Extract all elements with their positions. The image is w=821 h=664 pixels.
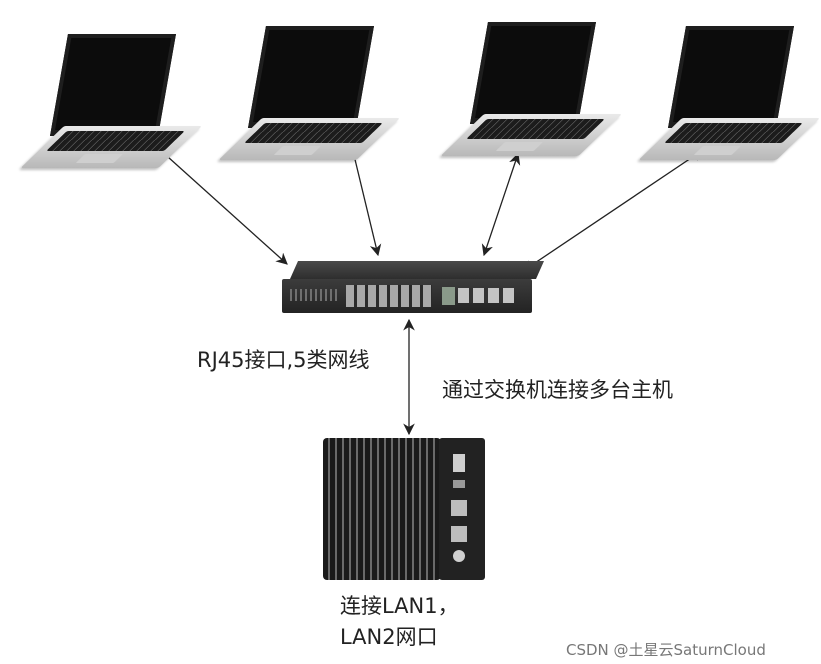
- description-label: 通过交换机连接多台主机: [442, 378, 673, 402]
- lan-label-line1: 连接LAN1，: [340, 594, 459, 618]
- arrow-laptop-3-switch: [481, 152, 521, 257]
- arrow-laptop-4-switch: [522, 149, 704, 272]
- network-switch-icon: [282, 261, 545, 313]
- laptop-icon: [440, 22, 625, 162]
- laptop-icon: [20, 34, 205, 174]
- lan-label-line2: LAN2网口: [340, 625, 438, 649]
- edge-server-icon: [323, 438, 485, 580]
- arrow-laptop-2-switch: [348, 145, 382, 257]
- watermark: CSDN @土星云SaturnCloud: [566, 641, 766, 659]
- cable-label: RJ45接口,5类网线: [197, 348, 370, 372]
- laptop-icon: [218, 26, 403, 166]
- arrow-laptop-1-switch: [157, 147, 288, 265]
- laptop-icon: [638, 26, 821, 166]
